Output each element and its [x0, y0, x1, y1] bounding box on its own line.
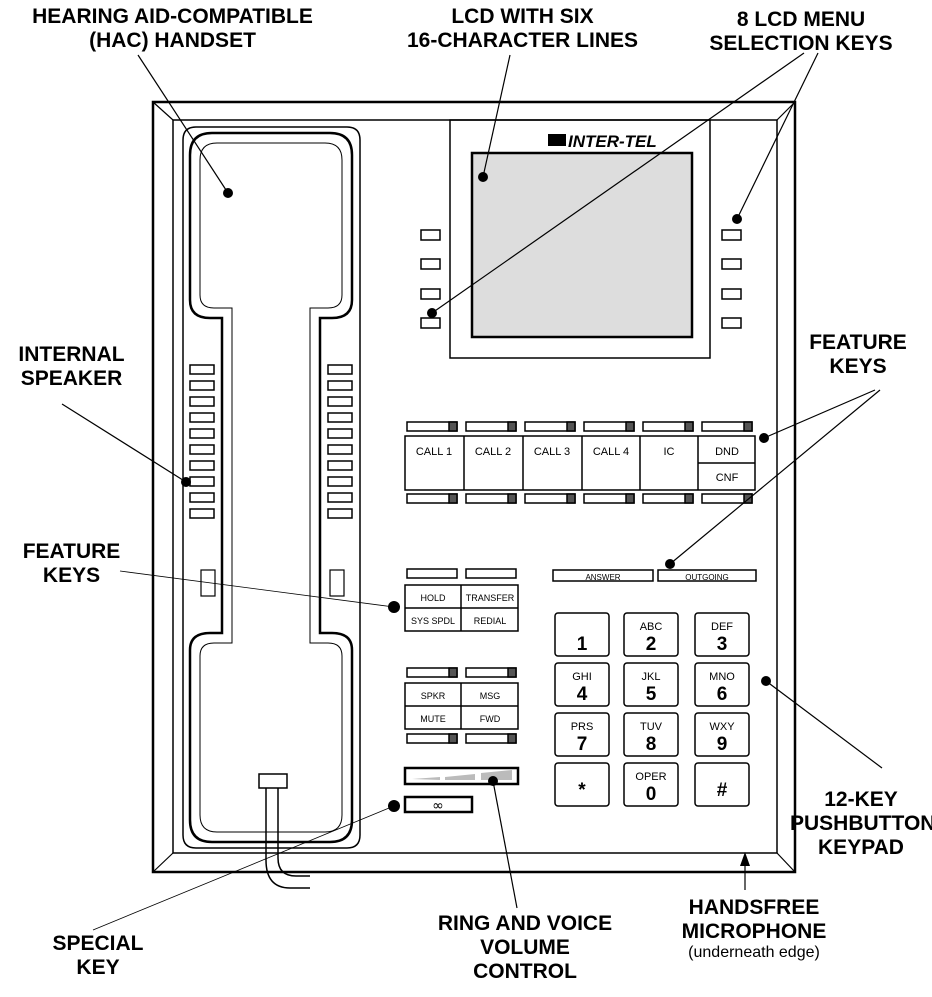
- key-letters: ABC: [640, 621, 663, 633]
- key-dnd[interactable]: DND: [715, 446, 739, 458]
- key-sys-spdl[interactable]: SYS SPDL: [411, 616, 455, 626]
- volume-control[interactable]: [403, 766, 520, 786]
- key-digit: 4: [577, 684, 588, 705]
- key-digit: 0: [646, 784, 657, 805]
- key-spkr[interactable]: SPKR: [421, 691, 446, 701]
- speaker-grille: [189, 364, 353, 519]
- special-key[interactable]: [403, 795, 474, 814]
- keypad-key[interactable]: [623, 712, 679, 757]
- line-keys-grid: [404, 435, 756, 491]
- key-digit: 2: [646, 634, 657, 655]
- label-handset: HEARING AID-COMPATIBLE(HAC) HANDSET: [32, 5, 313, 52]
- keypad-key[interactable]: [623, 662, 679, 707]
- keypad-key[interactable]: [554, 762, 610, 807]
- key-call-4[interactable]: CALL 4: [593, 446, 629, 458]
- key-hold[interactable]: HOLD: [420, 593, 446, 603]
- menu-key-left-3[interactable]: [420, 288, 441, 300]
- key-outgoing[interactable]: [657, 569, 757, 582]
- keypad-key[interactable]: [694, 612, 750, 657]
- lcd-housing: INTER-TEL: [449, 119, 711, 359]
- menu-key-left-2[interactable]: [420, 258, 441, 270]
- key-redial[interactable]: REDIAL: [474, 616, 507, 626]
- keypad-key[interactable]: [694, 762, 750, 807]
- key-digit: 3: [717, 634, 728, 655]
- keypad-key[interactable]: [554, 662, 610, 707]
- key-call-1[interactable]: CALL 1: [416, 446, 452, 458]
- key-letters: DEF: [711, 621, 733, 633]
- keypad-key[interactable]: [554, 612, 610, 657]
- key-letters: WXY: [709, 721, 735, 733]
- hold-block: [404, 568, 519, 632]
- key-digit: *: [578, 780, 586, 801]
- key-answer[interactable]: [552, 569, 654, 582]
- line-key-indicators: [406, 421, 753, 504]
- key-digit: #: [717, 780, 728, 801]
- key-transfer[interactable]: TRANSFER: [466, 593, 515, 603]
- key-digit: 8: [646, 734, 657, 755]
- keypad-key[interactable]: [623, 762, 679, 807]
- handset: [182, 126, 361, 889]
- speaker-block: [404, 667, 519, 744]
- menu-key-right-4[interactable]: [721, 317, 742, 329]
- leader-lines: [61, 52, 883, 931]
- answer-outgoing-keys: [552, 569, 757, 582]
- key-call-2[interactable]: CALL 2: [475, 446, 511, 458]
- keypad-key[interactable]: [554, 712, 610, 757]
- key-ic[interactable]: IC: [664, 446, 675, 458]
- key-digit: 9: [717, 734, 728, 755]
- key-cnf[interactable]: CNF: [716, 472, 739, 484]
- key-letters: PRS: [571, 721, 594, 733]
- keypad-key[interactable]: [623, 612, 679, 657]
- menu-key-right-1[interactable]: [721, 229, 742, 241]
- key-letters: MNO: [709, 671, 735, 683]
- label-microphone-note: (underneath edge): [688, 944, 820, 961]
- brand-logo: INTER-TEL: [568, 132, 657, 151]
- key-letters: JKL: [642, 671, 661, 683]
- special-key-symbol: ∞: [432, 798, 444, 814]
- menu-key-left-4[interactable]: [420, 317, 441, 329]
- keypad-key[interactable]: [694, 662, 750, 707]
- key-digit: 5: [646, 684, 657, 705]
- key-digit: 1: [577, 634, 588, 655]
- key-call-3[interactable]: CALL 3: [534, 446, 570, 458]
- keypad: [554, 612, 750, 807]
- key-digit: 6: [717, 684, 728, 705]
- key-fwd[interactable]: FWD: [480, 714, 501, 724]
- key-msg[interactable]: MSG: [480, 691, 501, 701]
- key-digit: 7: [577, 734, 588, 755]
- callout-dots: [181, 172, 771, 812]
- label-answer: ANSWER: [585, 573, 620, 582]
- lcd-menu-keys: [420, 229, 742, 329]
- key-letters: GHI: [572, 671, 592, 683]
- label-outgoing: OUTGOING: [685, 573, 729, 582]
- key-letters: OPER: [635, 771, 666, 783]
- menu-key-right-3[interactable]: [721, 288, 742, 300]
- key-letters: TUV: [640, 721, 663, 733]
- line-keys: CALL 1 CALL 2 CALL 3 CALL 4 IC DND CNF: [416, 446, 739, 484]
- key-mute[interactable]: MUTE: [420, 714, 446, 724]
- menu-key-right-2[interactable]: [721, 258, 742, 270]
- menu-key-left-1[interactable]: [420, 229, 441, 241]
- keypad-key[interactable]: [694, 712, 750, 757]
